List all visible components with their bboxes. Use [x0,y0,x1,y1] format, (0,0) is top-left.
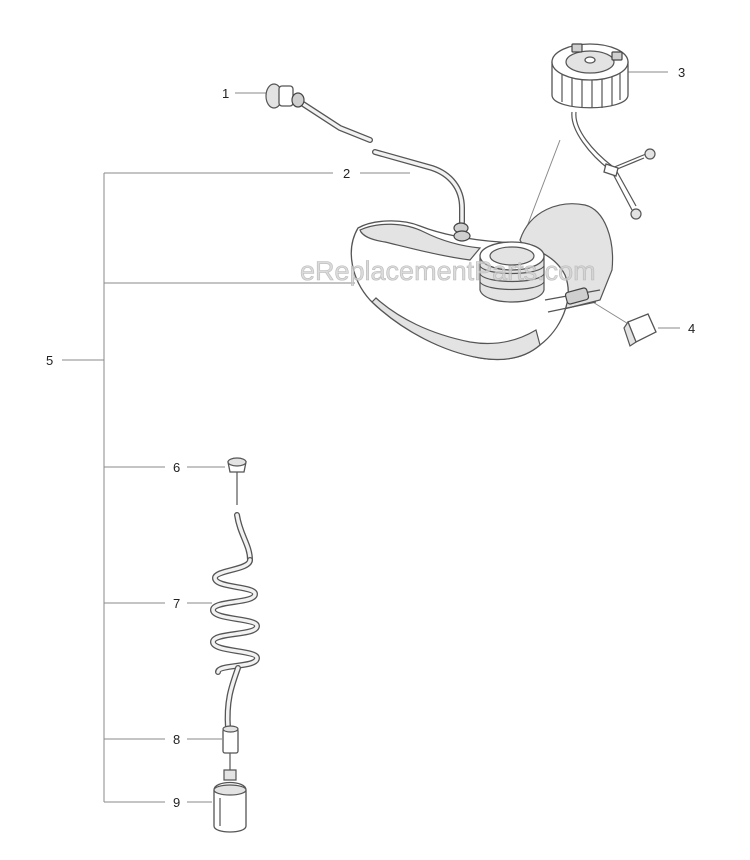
callout-2: 2 [343,166,350,181]
part-9-fuel-filter [213,769,247,833]
part-7-coiled-fuel-line [209,512,261,731]
callout-9: 9 [173,795,180,810]
callout-5: 5 [46,353,53,368]
part-6-grommet [227,457,247,505]
part-1-tank-vent [265,83,373,143]
callout-6: 6 [173,460,180,475]
callout-4: 4 [688,321,695,336]
leader-lines [62,71,680,803]
callout-8: 8 [173,732,180,747]
callout-3: 3 [678,65,685,80]
watermark-text: eReplacementParts.com [300,256,596,286]
part-8-sleeve [222,725,239,770]
part-2-fuel-hose [372,149,469,234]
part-5-fuel-tank [350,203,614,361]
callout-7: 7 [173,596,180,611]
callout-labels: 1 2 3 4 5 6 7 8 9 [46,65,695,810]
callout-1: 1 [222,86,229,101]
part-4-grommet [623,313,657,347]
part-3-fuel-cap [551,43,656,220]
